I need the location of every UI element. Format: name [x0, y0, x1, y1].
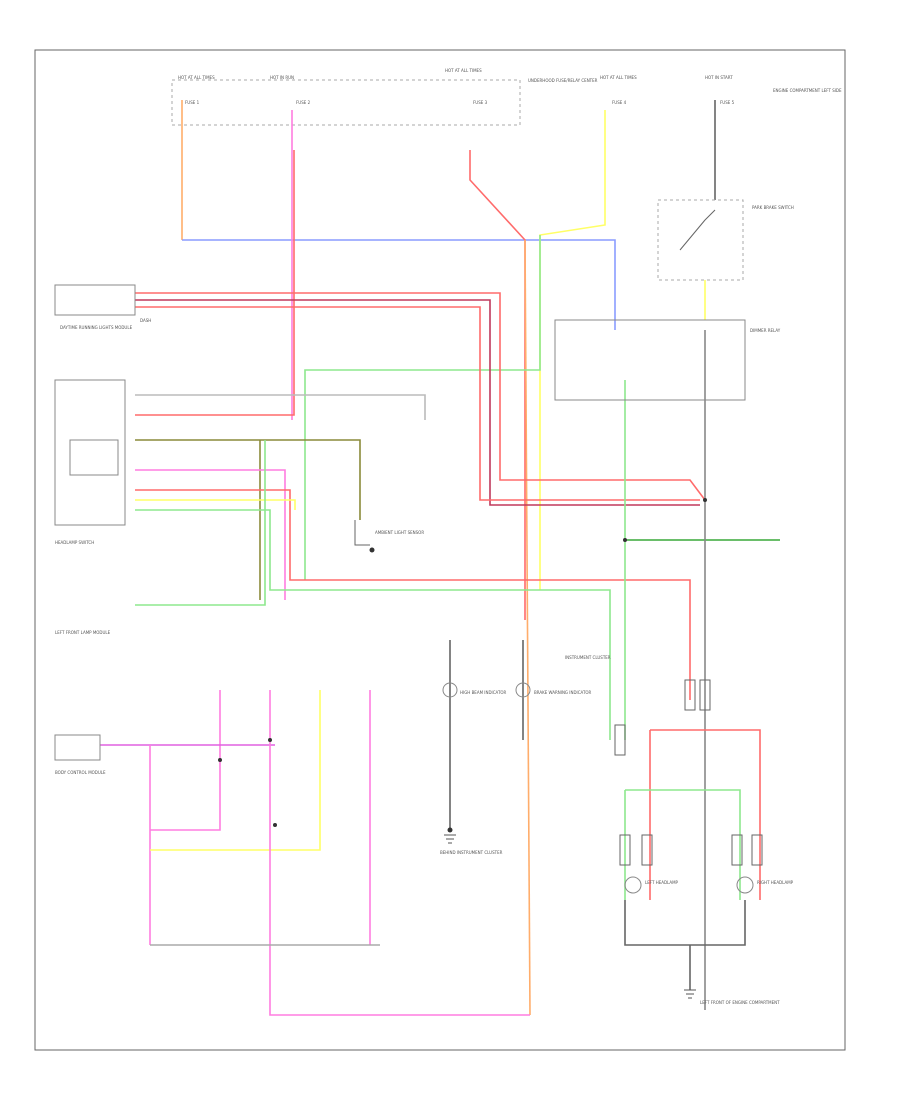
headlamp-switch-inner — [69, 439, 119, 476]
connectors — [614, 679, 763, 866]
wire-darkred-daytime — [135, 299, 700, 506]
wire-green-module — [135, 509, 611, 740]
label-ambient-sensor: AMBIENT LIGHT SENSOR — [375, 530, 425, 535]
wire-red-headlamp — [650, 729, 761, 900]
label-left-front-module: LEFT FRONT LAMP MODULE — [55, 630, 111, 635]
ambient-sensor-dot — [369, 547, 375, 553]
label-brake-warning: BRAKE WARNING INDICATOR — [534, 690, 592, 695]
label-underhood-fuse: UNDERHOOD FUSE/RELAY CENTER — [528, 78, 598, 83]
label-fuse-4: FUSE 4 — [612, 100, 627, 105]
label-hot-all-times-3: HOT AT ALL TIMES — [600, 75, 637, 80]
wire-green-top — [304, 235, 541, 580]
fuse-block-top — [171, 79, 521, 126]
brake-warning-bulb — [515, 682, 531, 698]
label-ground-bottom: BEHIND INSTRUMENT CLUSTER — [440, 850, 503, 855]
high-beam-bulb — [442, 682, 458, 698]
headlamp-switch-box — [54, 379, 126, 526]
label-ground-left: LEFT FRONT OF ENGINE COMPARTMENT — [700, 1000, 780, 1005]
label-park-brake: PARK BRAKE SWITCH — [752, 205, 794, 210]
wire-olive — [135, 439, 361, 520]
wire-green-headlamp — [625, 789, 741, 900]
label-fuse-1: FUSE 1 — [185, 100, 200, 105]
wire-orange-2 — [524, 239, 531, 1016]
dimmer-relay-box — [554, 319, 746, 401]
diagram-frame — [34, 49, 846, 1051]
park-brake-box — [657, 199, 744, 281]
label-right-headlamp: RIGHT HEADLAMP — [757, 880, 794, 885]
daytime-module-box — [54, 284, 136, 316]
ambient-sensor-symbol — [354, 520, 370, 546]
module-left-box — [54, 734, 101, 761]
wire-red-fuse3 — [469, 150, 526, 620]
label-hot-in-run: HOT IN RUN — [270, 75, 295, 80]
label-hot-in-start: HOT IN START — [705, 75, 733, 80]
label-fuse-5: FUSE 5 — [720, 100, 735, 105]
wire-red-daytime-2 — [135, 306, 700, 501]
label-fuse-3: FUSE 3 — [473, 100, 488, 105]
label-dimmer-relay: DIMMER RELAY — [750, 328, 781, 333]
label-hot-all-times-1: HOT AT ALL TIMES — [178, 75, 215, 80]
wire-yellow-module — [135, 499, 296, 510]
wire-yellow-lower — [150, 690, 321, 851]
label-hot-all-times-2: HOT AT ALL TIMES — [445, 68, 482, 73]
wire-black-headlamp — [624, 900, 746, 946]
splice-dots — [218, 498, 707, 827]
wire-red-daytime-1 — [135, 292, 706, 501]
label-body-control-module: BODY CONTROL MODULE — [55, 770, 106, 775]
wires — [100, 100, 780, 1016]
label-left-headlamp: LEFT HEADLAMP — [645, 880, 678, 885]
wire-red-fuse2 — [135, 150, 295, 416]
label-fuse-2: FUSE 2 — [296, 100, 311, 105]
label-fuse-box-right: ENGINE COMPARTMENT LEFT SIDE — [773, 88, 842, 93]
indicator-ground-dot — [447, 827, 453, 833]
wire-pink-bottom — [269, 945, 530, 1016]
wire-pink-module-1 — [135, 469, 286, 600]
wire-pink-lower-1 — [150, 690, 221, 831]
ground-symbols — [444, 834, 696, 999]
left-headlamp-bulb — [624, 876, 642, 894]
wire-red-module-1 — [135, 489, 691, 700]
park-brake-switch-symbol — [679, 209, 716, 251]
wire-green-lower — [135, 440, 266, 606]
label-headlamp-switch: HEADLAMP SWITCH — [55, 540, 95, 545]
wire-blue — [182, 239, 616, 330]
label-daytime-module: DAYTIME RUNNING LIGHTS MODULE — [60, 325, 133, 330]
label-instrument-cluster: INSTRUMENT CLUSTER — [565, 655, 611, 660]
label-high-beam: HIGH BEAM INDICATOR — [460, 690, 507, 695]
wire-gray — [135, 394, 426, 420]
wire-yellow-fuse4 — [539, 110, 606, 590]
right-headlamp-bulb — [736, 876, 754, 894]
label-dash: DASH — [140, 318, 152, 323]
